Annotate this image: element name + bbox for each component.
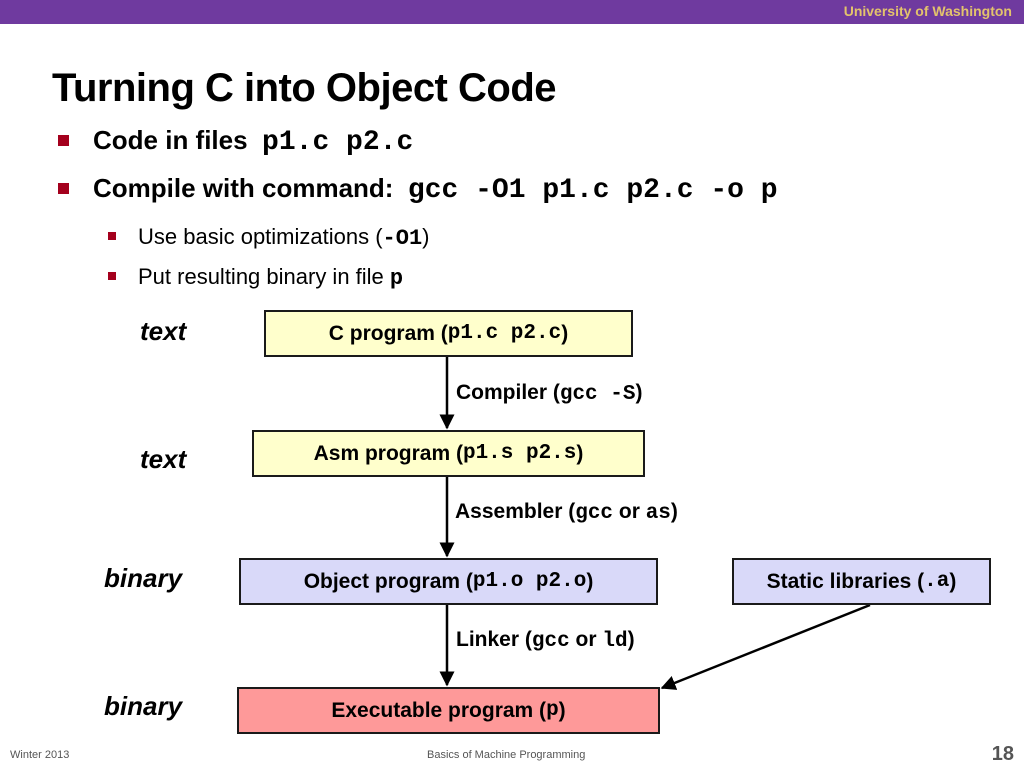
asm-program-box: Asm program (p1.s p2.s) <box>252 430 645 477</box>
object-program-box: Object program (p1.o p2.o) <box>239 558 658 605</box>
tool-code: ld <box>602 630 628 653</box>
bullet-label: Code in files <box>93 125 248 155</box>
subbullet-square-icon <box>108 272 116 280</box>
box-label: Executable program ( <box>331 698 547 722</box>
tool-close: ) <box>670 500 678 523</box>
box-code: p1.s p2.s <box>462 442 577 465</box>
box-close: ) <box>576 441 584 465</box>
tool-name: Assembler ( <box>455 500 576 523</box>
tool-close: ) <box>635 381 643 404</box>
box-label: Static libraries ( <box>766 569 925 593</box>
bullet-compile-command: Compile with command: gcc -O1 p1.c p2.c … <box>58 173 778 206</box>
tool-close: ) <box>627 628 635 651</box>
bullet-code-files: Code in files p1.c p2.c <box>58 125 413 158</box>
side-label-binary: binary <box>104 691 183 721</box>
bullet-square-icon <box>58 135 69 146</box>
bullet-code: p1.c p2.c <box>262 127 414 158</box>
box-close: ) <box>561 321 569 345</box>
subbullet-square-icon <box>108 232 116 240</box>
footer-course-topic: Basics of Machine Programming <box>427 749 586 761</box>
bullet-square-icon <box>58 183 69 194</box>
box-code: p1.c p2.c <box>447 322 562 345</box>
header-bar: University of Washington <box>0 0 1024 24</box>
subbullet-text: Use basic optimizations ( <box>138 224 383 249</box>
side-label-binary: binary <box>104 563 183 593</box>
compiler-label: Compiler (gcc -S) <box>456 381 642 406</box>
tool-code: gcc <box>531 630 570 653</box>
box-label: Object program ( <box>303 569 473 593</box>
tool-name: Compiler ( <box>456 381 560 404</box>
subbullet-code: p <box>389 266 404 291</box>
slide-title: Turning C into Object Code <box>52 66 557 110</box>
footer-term: Winter 2013 <box>10 749 70 761</box>
c-program-box: C program (p1.c p2.c) <box>264 310 633 357</box>
tool-name: Linker ( <box>456 628 532 651</box>
page-number: 18 <box>991 743 1014 765</box>
institution-name: University of Washington <box>843 3 1012 19</box>
box-close: ) <box>586 569 594 593</box>
bullet-label: Compile with command: <box>93 173 394 203</box>
side-label-text: text <box>140 444 187 474</box>
tool-connector: or <box>613 500 646 523</box>
box-code: .a <box>924 570 950 593</box>
static-libraries-box: Static libraries (.a) <box>732 558 991 605</box>
arrow-libraries-to-executable <box>660 603 871 690</box>
bullet-code: gcc -O1 p1.c p2.c -o p <box>407 175 778 206</box>
tool-connector: or <box>569 628 603 651</box>
box-code: p <box>546 699 559 722</box>
subbullet-text: Put resulting binary in file <box>138 264 384 289</box>
box-label: C program ( <box>328 321 448 345</box>
assembler-label: Assembler (gcc or as) <box>455 500 678 525</box>
subbullet-code: -O1 <box>382 226 423 251</box>
subbullet-binary-file: Put resulting binary in file p <box>108 264 403 291</box>
box-label: Asm program ( <box>313 441 463 465</box>
side-label-text: text <box>140 316 187 346</box>
tool-code: as <box>645 502 671 525</box>
tool-code: gcc -S <box>559 383 636 406</box>
linker-label: Linker (gcc or ld) <box>456 628 635 653</box>
subbullet-optimizations: Use basic optimizations (-O1) <box>108 224 429 251</box>
box-code: p1.o p2.o <box>472 570 587 593</box>
tool-code: gcc <box>575 502 614 525</box>
subbullet-close: ) <box>422 224 430 249</box>
box-close: ) <box>558 698 566 722</box>
box-close: ) <box>949 569 957 593</box>
executable-program-box: Executable program (p) <box>237 687 660 734</box>
